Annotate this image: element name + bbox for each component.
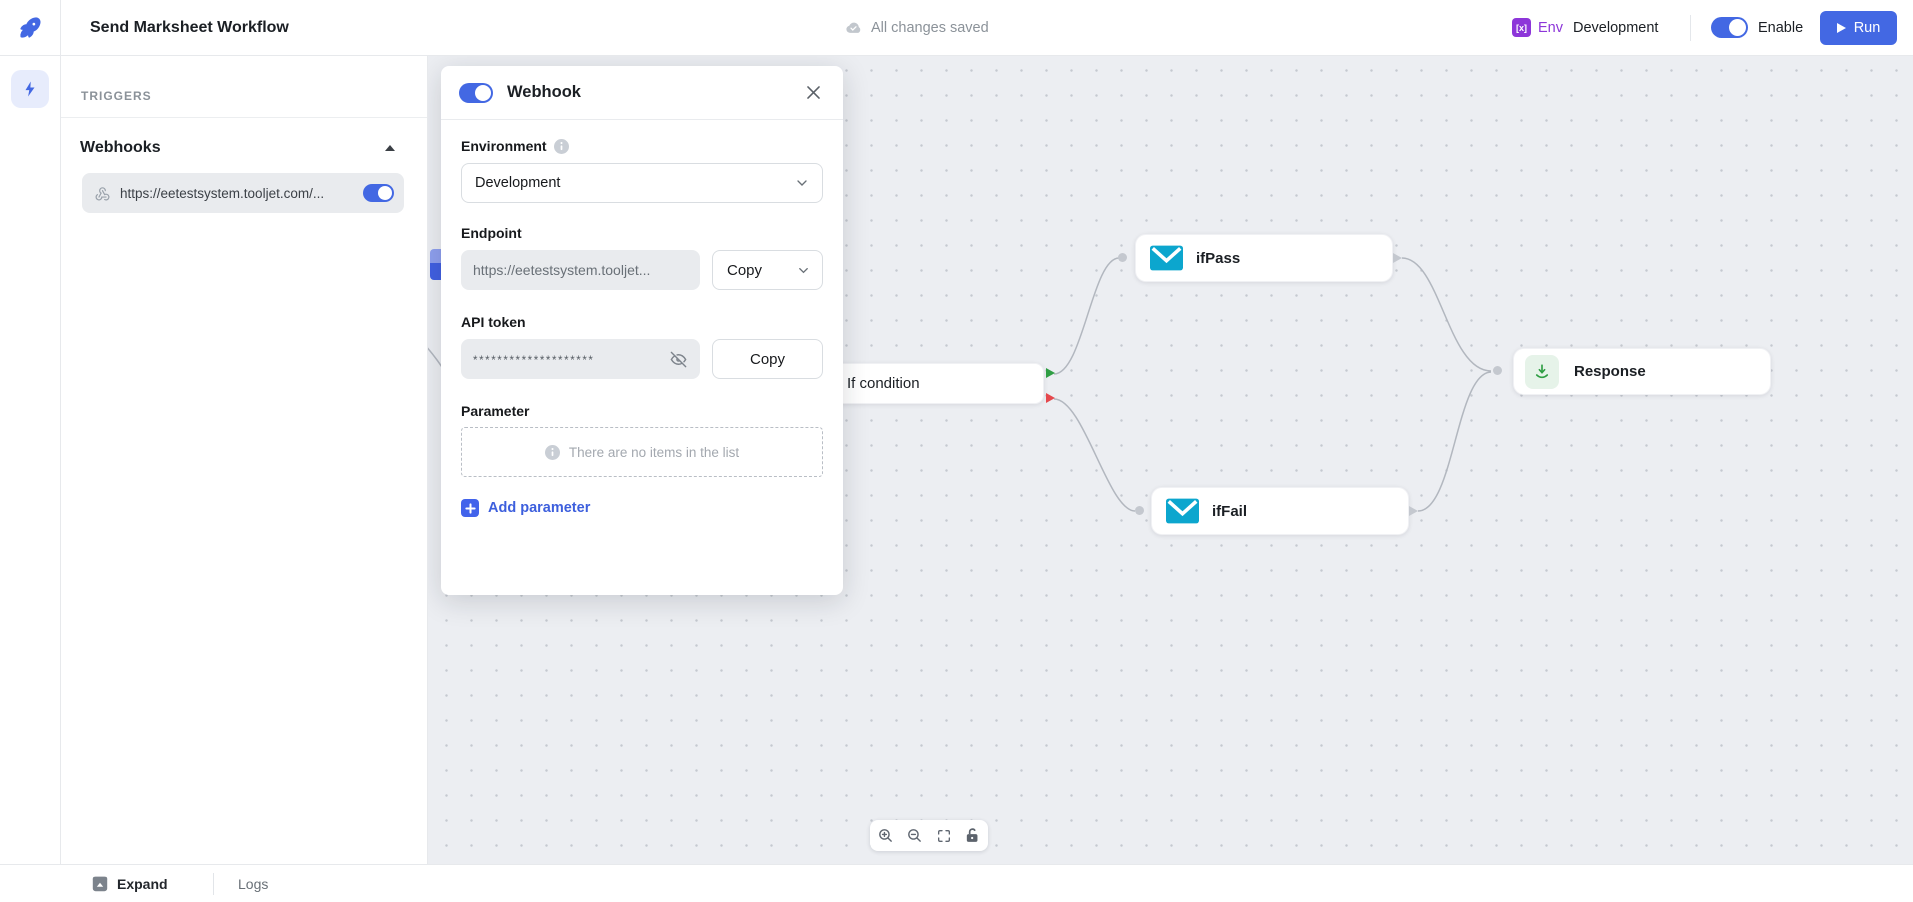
node-ifpass[interactable]: ifPass [1135,234,1393,282]
if-true-handle[interactable] [1046,368,1055,378]
enable-control: Enable [1711,0,1803,55]
panel-title: Webhook [507,83,581,101]
endpoint-copy-dropdown[interactable]: Copy [712,250,823,290]
workflow-title: Send Marksheet Workflow [90,18,289,36]
endpoint-label: Endpoint [461,225,522,241]
webhooks-group-title: Webhooks [80,139,161,156]
input-handle[interactable] [1135,506,1144,515]
webhook-trigger-node-fragment[interactable] [430,249,442,280]
divider [1690,15,1691,41]
env-label: Env [1538,19,1563,36]
play-icon [1836,23,1846,33]
copy-label: Copy [727,261,763,279]
run-label: Run [1853,20,1881,36]
info-icon [553,138,569,154]
output-handle[interactable] [1409,506,1418,516]
zoom-out-icon[interactable] [906,827,924,845]
input-handle[interactable] [1493,366,1502,375]
node-label: Response [1574,363,1646,380]
endpoint-value-field[interactable]: https://eetestsystem.tooljet... [461,250,700,290]
chevron-down-icon [797,180,807,186]
panel-header: Webhook [441,66,843,120]
api-token-label: API token [461,314,526,330]
save-status: All changes saved [845,0,989,55]
api-token-masked-value: ******************** [473,354,595,367]
expand-button[interactable]: Expand [92,865,168,902]
run-button[interactable]: Run [1820,11,1897,45]
webhook-list-item[interactable]: https://eetestsystem.tooljet.com/... [82,173,404,213]
node-label: If condition [847,375,920,392]
endpoint-value: https://eetestsystem.tooljet... [473,262,651,278]
webhook-toggle[interactable] [363,184,394,202]
logs-button[interactable]: Logs [238,875,269,892]
canvas-controls [870,820,988,851]
input-handle[interactable] [1118,253,1127,262]
environment-indicator[interactable]: [x] Env Development [1512,0,1658,55]
node-response[interactable]: Response [1513,348,1771,395]
bottom-bar: Expand Logs [0,864,1913,902]
response-icon [1525,354,1559,389]
output-handle[interactable] [1393,253,1402,263]
lock-icon[interactable] [964,827,982,845]
left-icon-rail [0,56,61,864]
parameter-empty-list: There are no items in the list [461,427,823,477]
endpoint-label-row: Endpoint [461,225,823,241]
endpoint-row: https://eetestsystem.tooljet... Copy [461,250,823,290]
environment-label-row: Environment [461,138,823,154]
environment-label: Environment [461,138,547,154]
env-name: Development [1573,19,1659,36]
add-parameter-label: Add parameter [488,500,591,516]
info-icon [544,444,560,460]
close-icon[interactable] [801,81,825,105]
collapse-caret-icon [385,145,395,151]
expand-panel-icon [92,876,108,891]
plus-icon [461,499,479,517]
add-parameter-button[interactable]: Add parameter [461,499,823,517]
environment-value: Development [475,175,561,191]
api-token-label-row: API token [461,314,823,330]
lightning-bolt-icon [25,81,35,97]
rocket-logo-icon [19,17,41,38]
webhook-url: https://eetestsystem.tooljet.com/... [120,185,325,201]
chevron-down-icon [799,267,808,273]
enable-toggle[interactable] [1711,17,1748,38]
app-logo[interactable] [0,0,61,55]
api-token-field[interactable]: ******************** [461,339,700,379]
empty-list-text: There are no items in the list [568,444,740,460]
environment-select[interactable]: Development [461,163,823,203]
api-token-copy-button[interactable]: Copy [712,339,823,379]
parameter-label-row: Parameter [461,403,823,419]
triggers-sidebar: TRIGGERS Webhooks https://eetestsystem.t… [61,56,428,864]
env-badge-icon: [x] [1512,18,1531,37]
triggers-rail-item[interactable] [11,70,49,108]
node-label: ifPass [1196,249,1241,267]
webhooks-group-header[interactable]: Webhooks [61,118,427,170]
flow-edges [428,257,1492,512]
save-status-text: All changes saved [871,19,989,36]
cloud-check-icon [846,22,861,33]
email-icon [1166,498,1199,524]
parameter-label: Parameter [461,403,530,419]
enable-label: Enable [1758,19,1804,36]
zoom-in-icon[interactable] [877,827,895,845]
webhook-icon [95,186,110,200]
if-false-handle[interactable] [1046,393,1055,403]
node-label: ifFail [1212,502,1248,520]
fit-view-icon[interactable] [935,827,953,845]
email-icon [1150,245,1183,271]
expand-label: Expand [117,875,168,892]
webhook-enable-toggle[interactable] [459,82,493,103]
api-token-row: ******************** Copy [461,339,823,379]
panel-body: Environment Development Endpoint https:/ [441,120,843,517]
sidebar-section-title: TRIGGERS [81,89,152,103]
webhook-config-panel: Webhook Environment Development [441,66,843,595]
node-iffail[interactable]: ifFail [1151,487,1409,535]
sidebar-header: TRIGGERS [61,56,427,118]
eye-off-icon[interactable] [669,350,688,369]
divider [213,873,214,895]
top-bar: Send Marksheet Workflow All changes save… [0,0,1913,56]
